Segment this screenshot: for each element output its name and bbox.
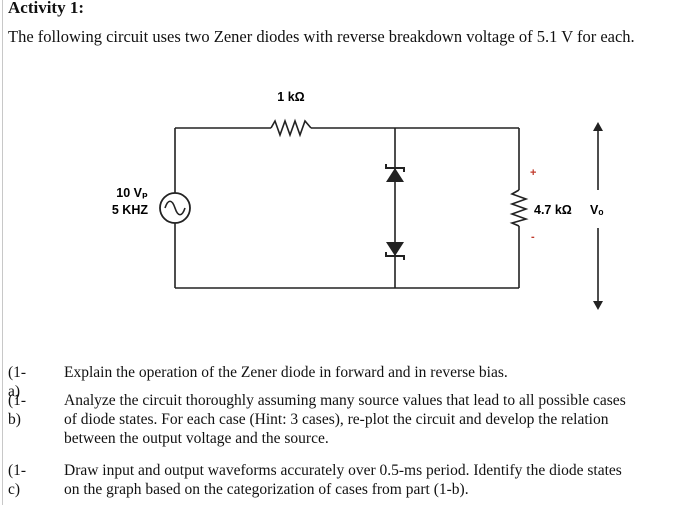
circuit-wires — [174, 127, 520, 289]
load-resistor-4k7 — [509, 189, 529, 227]
plus-sign: + — [530, 167, 536, 179]
zener-diode-lower-icon — [385, 242, 405, 260]
source-frequency-label: 5 KHZ — [112, 203, 148, 217]
question-number: (1-b) — [8, 392, 27, 428]
source-amplitude-label: 10 Vₚ — [116, 186, 148, 200]
circuit-diagram: 1 kΩ 10 Vₚ 5 KHZ 4.7 kΩ Vₒ + - — [112, 90, 603, 310]
zener-diode-upper-icon — [385, 164, 405, 182]
question-text-line: of diode states. For each case (Hint: 3 … — [64, 411, 609, 428]
activity-intro: The following circuit uses two Zener dio… — [8, 27, 635, 46]
resistor-1k — [270, 118, 312, 138]
question-number: (1-a) — [8, 364, 27, 400]
output-voltage-label: Vₒ — [590, 203, 603, 217]
load-resistor-label: 4.7 kΩ — [534, 203, 572, 217]
question-text-line: Analyze the circuit thoroughly assuming … — [64, 392, 626, 409]
question-text-line: Draw input and output waveforms accurate… — [64, 462, 622, 479]
question-text-line: on the graph based on the categorization… — [64, 481, 469, 498]
activity-title: Activity 1: — [8, 0, 85, 17]
output-voltage-arrow — [593, 122, 603, 310]
ac-source-icon — [159, 192, 191, 224]
minus-sign: - — [531, 231, 535, 243]
resistor-label: 1 kΩ — [277, 90, 304, 104]
question-text-line: Explain the operation of the Zener diode… — [64, 364, 508, 381]
question-text-line: between the output voltage and the sourc… — [64, 430, 329, 447]
left-margin-rule — [2, 0, 3, 505]
question-number: (1-c) — [8, 462, 27, 498]
